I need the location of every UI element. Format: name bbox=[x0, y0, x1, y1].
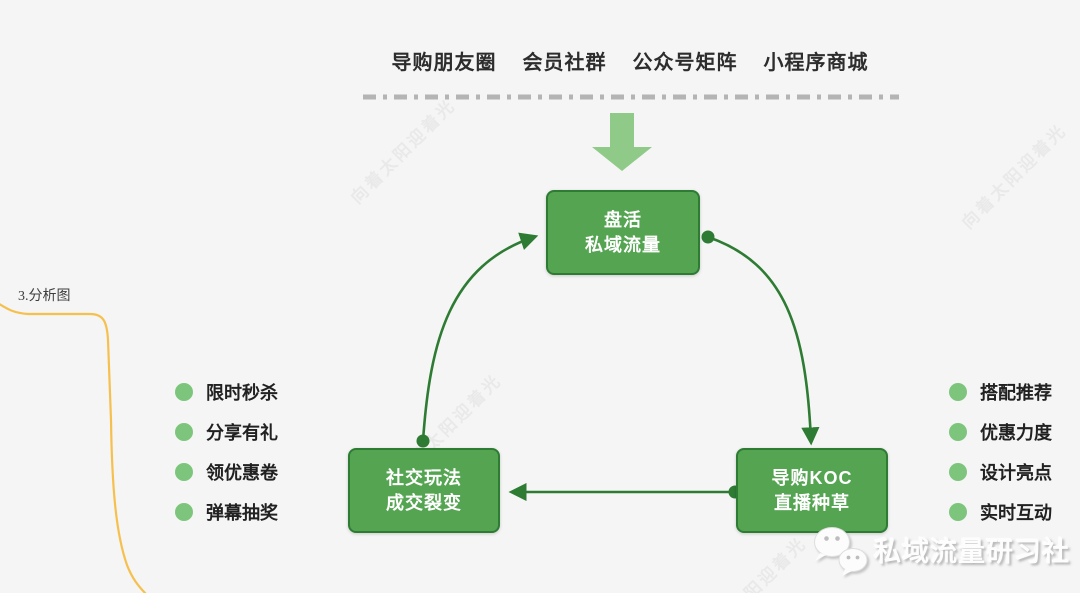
wechat-icon bbox=[814, 527, 868, 576]
branch-label: 3.分析图 bbox=[18, 289, 71, 304]
tactic-label: 分享有礼 bbox=[206, 422, 278, 443]
right-tactic-list: 搭配推荐 优惠力度 设计亮点 实时互动 bbox=[949, 382, 1052, 523]
left-tactic-list: 限时秒杀 分享有礼 领优惠卷 弹幕抽奖 bbox=[175, 382, 278, 523]
brand-watermark: 私域流量研习社 bbox=[806, 517, 1069, 584]
bullet-icon bbox=[175, 382, 193, 401]
connector-dot bbox=[701, 230, 715, 244]
list-item: 搭配推荐 bbox=[949, 382, 1052, 403]
channel-header: 导购朋友圈 会员社群 公众号矩阵 小程序商城 bbox=[360, 46, 900, 75]
list-item: 实时互动 bbox=[949, 502, 1052, 523]
list-item: 领优惠卷 bbox=[175, 462, 278, 483]
channel-gongzhonghao-juzhen: 公众号矩阵 bbox=[632, 52, 738, 74]
node-label-line: 盘活 bbox=[604, 209, 642, 230]
tactic-label: 优惠力度 bbox=[980, 422, 1052, 443]
big-down-arrow-icon bbox=[592, 113, 652, 171]
bullet-icon bbox=[949, 422, 967, 441]
node-label-line: 社交玩法 bbox=[386, 467, 462, 488]
bullet-icon bbox=[175, 502, 193, 521]
node-label-line: 直播种草 bbox=[774, 492, 850, 513]
list-item: 分享有礼 bbox=[175, 422, 278, 443]
bullet-icon bbox=[175, 462, 193, 481]
channel-daogou-pengyouquan: 导购朋友圈 bbox=[391, 52, 497, 74]
tactic-label: 领优惠卷 bbox=[206, 462, 278, 483]
branch-curve-line bbox=[0, 303, 147, 593]
bullet-icon bbox=[949, 382, 967, 401]
list-item: 优惠力度 bbox=[949, 422, 1052, 443]
connector-dot bbox=[416, 434, 430, 448]
bullet-icon bbox=[949, 502, 967, 521]
tactic-label: 限时秒杀 bbox=[206, 382, 278, 403]
arrow-social-to-top bbox=[421, 232, 539, 442]
arrow-top-to-koc bbox=[707, 235, 820, 446]
channel-xiaochengxu-shangcheng: 小程序商城 bbox=[763, 52, 869, 74]
list-item: 弹幕抽奖 bbox=[175, 502, 278, 523]
node-social-play-fission: 社交玩法 成交裂变 bbox=[348, 448, 500, 533]
node-label-line: 成交裂变 bbox=[386, 492, 462, 513]
list-item: 限时秒杀 bbox=[175, 382, 278, 403]
node-label-line: 私域流量 bbox=[585, 234, 661, 255]
node-label-line: 导购KOC bbox=[771, 467, 853, 488]
bullet-icon bbox=[175, 422, 193, 441]
tactic-label: 搭配推荐 bbox=[980, 382, 1052, 403]
tactic-label: 弹幕抽奖 bbox=[206, 502, 278, 523]
node-koc-livestream: 导购KOC 直播种草 bbox=[736, 448, 888, 533]
tactic-label: 实时互动 bbox=[980, 502, 1052, 523]
bullet-icon bbox=[949, 462, 967, 481]
channel-huiyuan-shequn: 会员社群 bbox=[522, 52, 607, 74]
tactic-label: 设计亮点 bbox=[980, 462, 1052, 483]
list-item: 设计亮点 bbox=[949, 462, 1052, 483]
node-activate-private-traffic: 盘活 私域流量 bbox=[546, 190, 700, 275]
brand-name: 私域流量研习社 bbox=[874, 537, 1070, 567]
